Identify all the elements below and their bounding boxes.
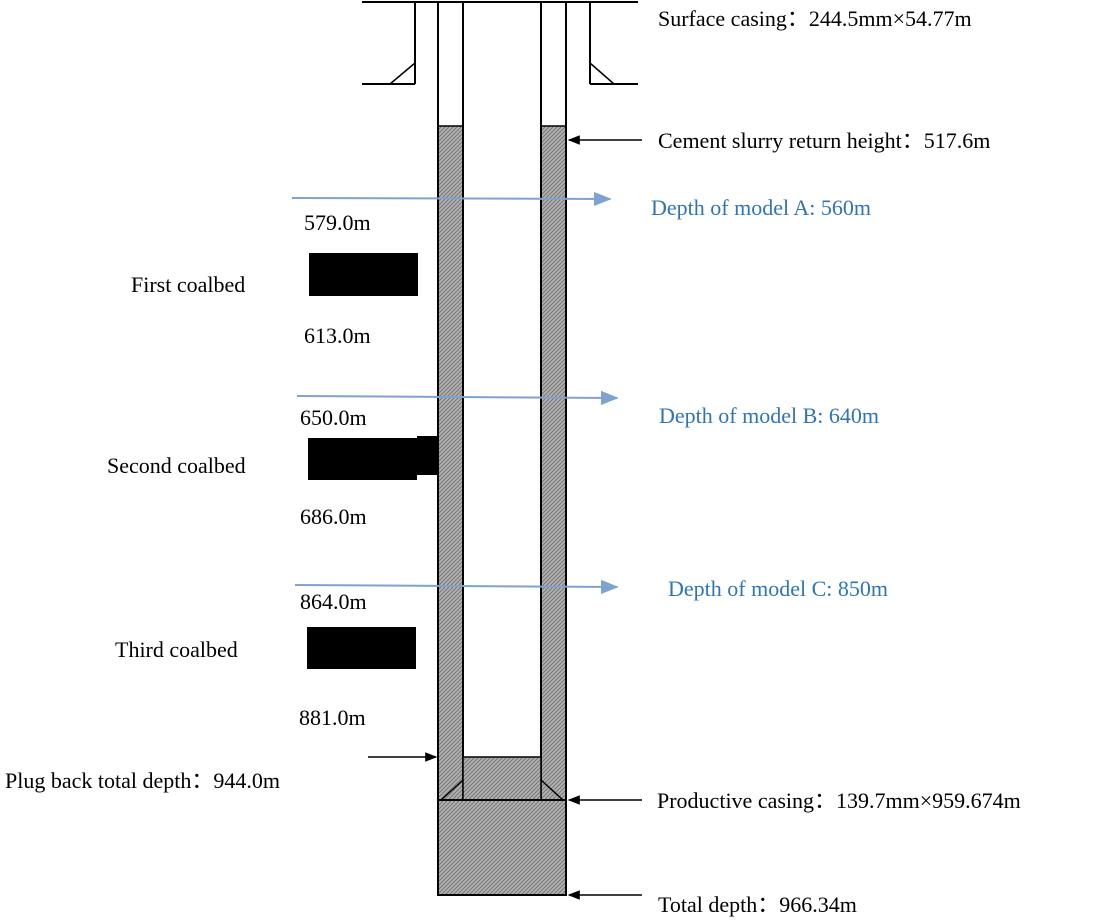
cement-sheath-left (437, 125, 464, 801)
coalbed-3-bottom-depth: 881.0m (299, 705, 366, 730)
model-c-label: Depth of model C: 850m (668, 576, 888, 601)
coalbed-2-name: Second coalbed (107, 453, 246, 478)
model-a-label: Depth of model A: 560m (651, 195, 871, 220)
coalbed-2-perforation (417, 436, 438, 475)
model-c-arrow (294, 579, 619, 595)
cement-sheath-right (540, 125, 567, 801)
surface-casing-label: Surface casing：244.5mm×54.77m (658, 6, 972, 31)
bottom-cement (437, 799, 567, 896)
cement-plug (462, 756, 542, 801)
coalbed-1-name: First coalbed (131, 272, 245, 297)
coalbed-2-bottom-depth: 686.0m (300, 504, 367, 529)
coalbed-3-top-depth: 864.0m (300, 589, 367, 614)
coalbed-2-block (308, 438, 417, 480)
model-b-arrow (296, 390, 619, 406)
coalbed-3-name: Third coalbed (115, 637, 238, 662)
model-b-label: Depth of model B: 640m (659, 403, 879, 428)
productive-casing-label: Productive casing：139.7mm×959.674m (657, 788, 1021, 813)
coalbed-2-top-depth: 650.0m (300, 405, 367, 430)
model-a-arrow (291, 191, 612, 207)
cement-return-label: Cement slurry return height：517.6m (658, 128, 990, 153)
surface-casing (362, 1, 638, 85)
plug-back-label: Plug back total depth：944.0m (5, 768, 280, 793)
coalbed-1-top-depth: 579.0m (304, 210, 371, 235)
coalbed-3-block (307, 627, 416, 669)
casing-shoe (440, 779, 564, 801)
coalbed-1-bottom-depth: 613.0m (304, 323, 371, 348)
coalbed-1-block (309, 253, 418, 296)
total-depth-label: Total depth：966.34m (658, 892, 857, 917)
